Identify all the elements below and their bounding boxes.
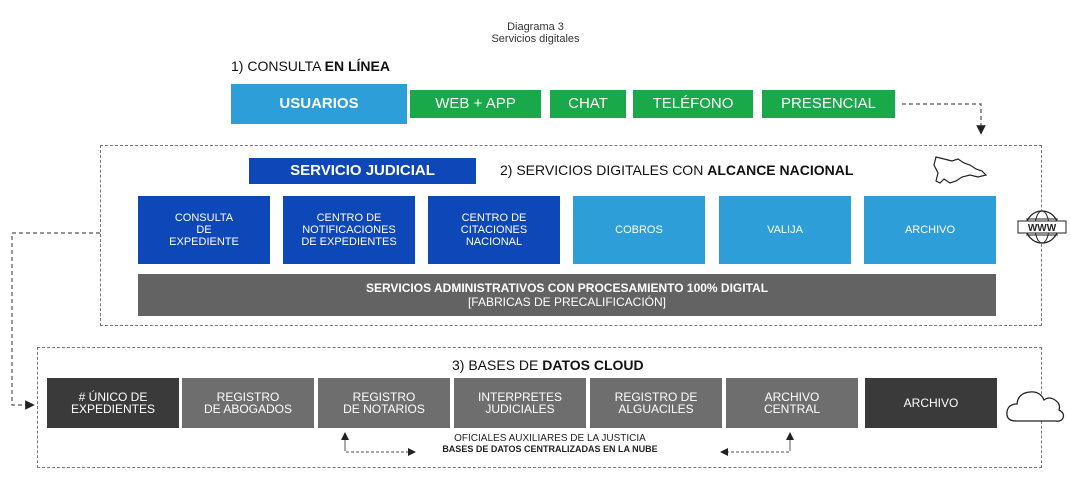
admin-services-bar: SERVICIOS ADMINISTRATIVOS CON PROCESAMIE… (138, 274, 996, 316)
usuarios-box: USUARIOS (231, 84, 407, 124)
bottom-note: OFICIALES AUXILIARES DE LA JUSTICIA BASE… (400, 433, 700, 455)
db-registro-notarios: REGISTRO DE NOTARIOS (318, 378, 450, 428)
www-label: WWW (1028, 223, 1057, 234)
section2-heading: 2) SERVICIOS DIGITALES CON ALCANCE NACIO… (500, 162, 853, 178)
section2-heading-prefix: 2) SERVICIOS DIGITALES CON (500, 162, 708, 178)
dominican-map-icon (933, 156, 988, 184)
diagram-title: Diagrama 3 (507, 21, 564, 33)
service-consulta-expediente: CONSULTA DE EXPEDIENTE (138, 196, 270, 264)
cloud-icon (1006, 391, 1065, 422)
connector-note-left (344, 438, 416, 456)
section1-heading-prefix: 1) CONSULTA (231, 58, 325, 74)
www-globe-icon: WWW (1017, 210, 1067, 244)
section1-heading-bold: EN LÍNEA (324, 58, 390, 74)
section1-heading: 1) CONSULTA EN LÍNEA (231, 58, 390, 74)
service-centro-notificaciones: CENTRO DE NOTIFICACIONES DE EXPEDIENTES (283, 196, 415, 264)
section3-heading: 3) BASES DE DATOS CLOUD (452, 357, 644, 373)
note-line2: BASES DE DATOS CENTRALIZADAS EN LA NUBE (442, 444, 658, 454)
section2-heading-bold: ALCANCE NACIONAL (707, 162, 854, 178)
connector-note-right (720, 438, 791, 456)
db-registro-abogados: REGISTRO DE ABOGADOS (182, 378, 314, 428)
service-centro-citaciones: CENTRO DE CITACIONES NACIONAL (428, 196, 560, 264)
service-cobros: COBROS (573, 196, 705, 264)
db-registro-alguaciles: REGISTRO DE ALGUACILES (590, 378, 722, 428)
diagram-subtitle: Servicios digitales (491, 33, 580, 45)
section3-heading-bold: DATOS CLOUD (542, 357, 644, 373)
service-archivo: ARCHIVO (864, 196, 996, 264)
channel-telefono: TELÉFONO (633, 90, 753, 118)
section3-heading-prefix: 3) BASES DE (452, 357, 543, 373)
channel-presencial: PRESENCIAL (762, 90, 895, 118)
admin-line2: [FABRICAS DE PRECALIFICACIÓN] (467, 295, 667, 309)
db-unico-expedientes: # ÚNICO DE EXPEDIENTES (47, 378, 179, 428)
db-interpretes-judiciales: INTERPRETES JUDICIALES (454, 378, 586, 428)
db-archivo-central: ARCHIVO CENTRAL (726, 378, 858, 428)
channel-web-app: WEB + APP (410, 90, 541, 118)
admin-line1: SERVICIOS ADMINISTRATIVOS CON PROCESAMIE… (365, 281, 769, 295)
connector-left-loop (11, 232, 100, 410)
service-valija: VALIJA (719, 196, 851, 264)
connector-presencial-down (902, 103, 986, 135)
servicio-judicial-box: SERVICIO JUDICIAL (249, 158, 476, 184)
channel-chat: CHAT (550, 90, 626, 118)
note-line1: OFICIALES AUXILIARES DE LA JUSTICIA (454, 433, 646, 444)
db-archivo: ARCHIVO (865, 378, 997, 428)
